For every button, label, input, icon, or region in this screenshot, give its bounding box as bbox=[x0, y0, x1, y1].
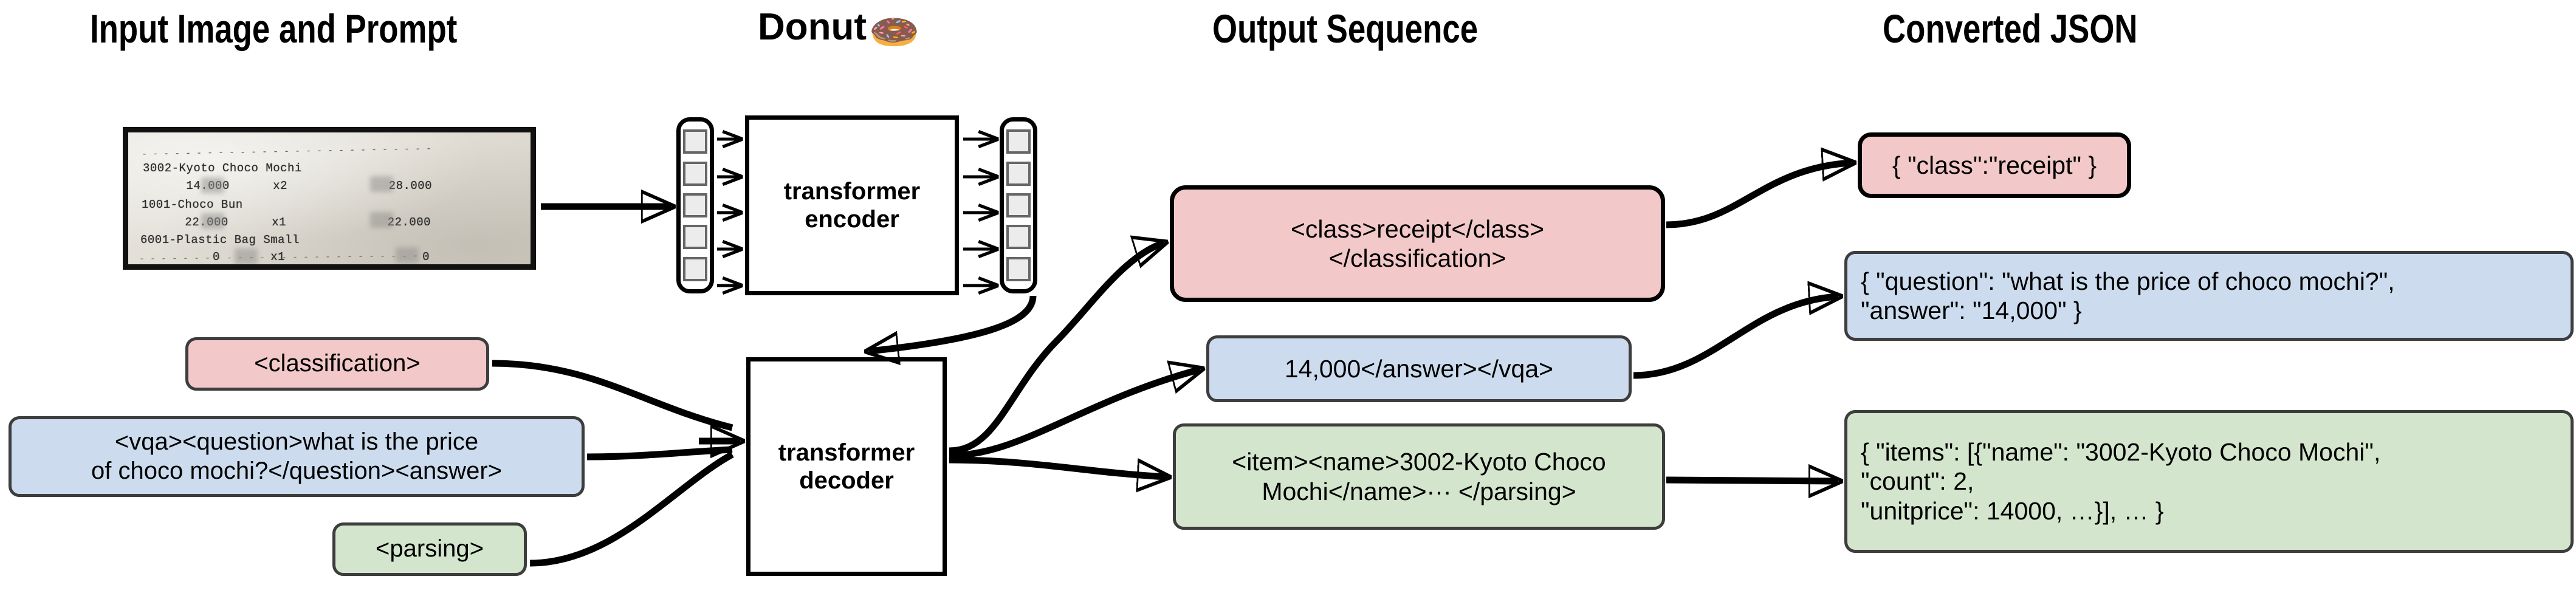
json-box-classification[interactable]: { "class":"receipt" } bbox=[1858, 132, 2131, 198]
receipt-redaction-1 bbox=[201, 177, 224, 193]
prompt-text-classification: <classification> bbox=[254, 350, 421, 377]
receipt-redaction-6 bbox=[396, 247, 419, 263]
token-square bbox=[683, 161, 707, 186]
token-square bbox=[1006, 193, 1031, 217]
token-square bbox=[683, 225, 707, 250]
token-square bbox=[683, 256, 707, 281]
receipt-line-3: 1001-Choco Bun bbox=[142, 198, 243, 211]
receipt-line-1: 3002-Kyoto Choco Mochi bbox=[143, 162, 302, 175]
column-title-donut: Donut🍩 bbox=[758, 6, 920, 49]
receipt-line-6: 0 x1 0 bbox=[140, 250, 430, 264]
token-square bbox=[683, 129, 707, 154]
output-box-classification[interactable]: <class>receipt</class> </classification> bbox=[1170, 185, 1665, 302]
output-text-vqa: 14,000</answer></vqa> bbox=[1284, 354, 1554, 383]
output-box-parsing[interactable]: <item><name>3002-Kyoto Choco Mochi</name… bbox=[1173, 423, 1665, 530]
encoder-output-token-stack bbox=[1000, 117, 1037, 293]
receipt-redaction-2 bbox=[370, 176, 393, 192]
token-square bbox=[1006, 161, 1031, 186]
column-title-input: Input Image and Prompt bbox=[90, 6, 458, 51]
receipt-line-5: 6001-Plastic Bag Small bbox=[140, 233, 300, 247]
arrow-decoder-to-output-classification bbox=[949, 243, 1164, 454]
prompt-box-parsing[interactable]: <parsing> bbox=[332, 522, 527, 576]
arrow-vqa-to-decoder bbox=[586, 446, 733, 461]
input-receipt-image: - - - - - - - - - - - - - - - - - - - - … bbox=[123, 127, 536, 270]
arrow-encoder-to-decoder bbox=[869, 295, 1037, 351]
token-square bbox=[683, 193, 707, 217]
transformer-decoder-block: transformer decoder bbox=[746, 357, 947, 576]
json-text-vqa: { "question": "what is the price of choc… bbox=[1861, 267, 2395, 324]
json-text-classification: { "class":"receipt" } bbox=[1892, 151, 2097, 179]
encoder-input-token-stack bbox=[676, 117, 714, 293]
json-box-parsing[interactable]: { "items": [{"name": "3002-Kyoto Choco M… bbox=[1844, 410, 2574, 553]
column-title-json: Converted JSON bbox=[1883, 6, 2138, 51]
arrow-output-to-json-parsing bbox=[1666, 480, 1838, 481]
token-square bbox=[1006, 256, 1031, 281]
token-square bbox=[1006, 129, 1031, 154]
transformer-decoder-label: transformer decoder bbox=[778, 439, 915, 494]
prompt-box-classification[interactable]: <classification> bbox=[185, 337, 489, 391]
output-text-parsing: <item><name>3002-Kyoto Choco Mochi</name… bbox=[1232, 448, 1606, 505]
arrow-decoder-to-output-vqa bbox=[949, 369, 1200, 459]
receipt-redaction-4 bbox=[370, 212, 393, 228]
json-box-vqa[interactable]: { "question": "what is the price of choc… bbox=[1844, 251, 2574, 341]
prompt-text-vqa: <vqa><question>what is the price of choc… bbox=[91, 428, 502, 484]
receipt-redaction-3 bbox=[201, 213, 224, 229]
donut-title-text: Donut bbox=[758, 6, 867, 48]
arrow-decoder-to-output-parsing bbox=[949, 456, 1167, 477]
arrow-output-to-json-classification bbox=[1666, 163, 1852, 228]
donut-icon: 🍩 bbox=[868, 14, 920, 50]
receipt-paper-texture bbox=[128, 132, 531, 264]
token-square bbox=[1006, 225, 1031, 250]
output-box-vqa[interactable]: 14,000</answer></vqa> bbox=[1206, 335, 1632, 402]
column-title-output: Output Sequence bbox=[1212, 6, 1479, 51]
transformer-encoder-block: transformer encoder bbox=[745, 115, 959, 295]
json-text-parsing: { "items": [{"name": "3002-Kyoto Choco M… bbox=[1861, 437, 2381, 525]
prompt-text-parsing: <parsing> bbox=[376, 535, 484, 563]
prompt-box-vqa[interactable]: <vqa><question>what is the price of choc… bbox=[9, 416, 585, 497]
arrow-output-to-json-vqa bbox=[1633, 296, 1838, 379]
receipt-redaction-5 bbox=[235, 248, 258, 264]
output-text-classification: <class>receipt</class> </classification> bbox=[1290, 214, 1545, 272]
transformer-encoder-label: transformer encoder bbox=[783, 178, 921, 233]
